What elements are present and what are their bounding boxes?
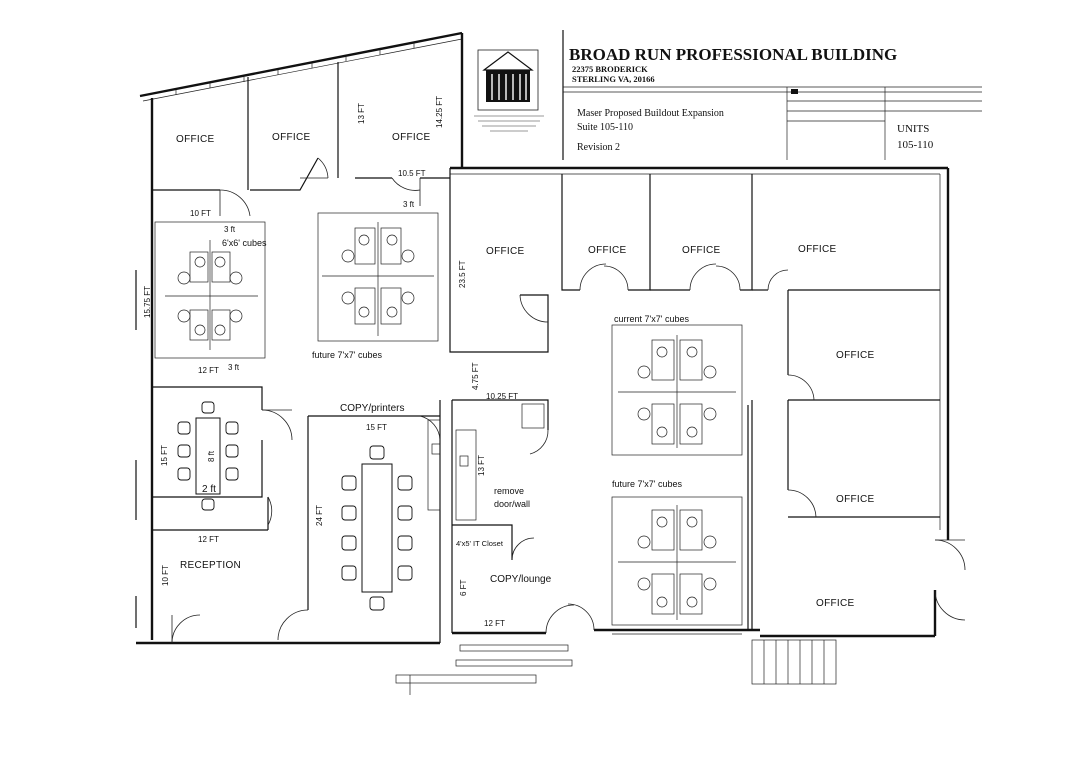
note-future-cubes: future 7'x7' cubes xyxy=(312,350,382,360)
room-label-office: OFFICE xyxy=(588,245,626,256)
dimension-label: 10 FT xyxy=(161,565,170,586)
dimension-label: 13 FT xyxy=(357,103,366,124)
entry-steps xyxy=(395,633,837,695)
cube-pod-future-south xyxy=(618,505,736,620)
note-remove: remove xyxy=(494,486,524,496)
dimension-label: 3 ft xyxy=(224,225,236,234)
room-label-office: OFFICE xyxy=(392,132,430,143)
dimension-label: 6 FT xyxy=(459,579,468,596)
dimension-label: 10.25 FT xyxy=(486,392,518,401)
room-label-office: OFFICE xyxy=(272,132,310,143)
conference-table-large xyxy=(341,445,413,611)
dimension-label: 2 ft xyxy=(202,484,216,495)
room-label-office: OFFICE xyxy=(816,598,854,609)
dimension-labels: 13 FT 14.25 FT 10.5 FT 10 FT 3 ft 3 ft 1… xyxy=(143,96,518,628)
dimension-label: 13 FT xyxy=(477,455,486,476)
dimension-label: 15.75 FT xyxy=(143,286,152,318)
copy-counter xyxy=(427,403,545,521)
units-value: 105-110 xyxy=(897,139,934,151)
room-labels: OFFICE OFFICE OFFICE OFFICE OFFICE OFFIC… xyxy=(176,132,874,609)
suite-number: Suite 105-110 xyxy=(577,122,633,133)
conference-table-small xyxy=(177,401,239,511)
building-name: BROAD RUN PROFESSIONAL BUILDING xyxy=(569,45,897,64)
dimension-label: 3 ft xyxy=(403,200,415,209)
note-door-wall: door/wall xyxy=(494,499,530,509)
exterior-walls xyxy=(135,31,950,645)
cube-pod-current xyxy=(618,335,736,448)
dimension-label: 15 FT xyxy=(160,445,169,466)
project-description: Maser Proposed Buildout Expansion xyxy=(577,108,724,119)
dimension-label: 23.5 FT xyxy=(458,260,467,288)
room-label-office: OFFICE xyxy=(836,494,874,505)
dimension-label: 10.5 FT xyxy=(398,169,426,178)
interior-walls xyxy=(152,62,940,643)
dimension-label: 24 FT xyxy=(315,505,324,526)
dimension-label: 12 FT xyxy=(198,535,219,544)
room-label-office: OFFICE xyxy=(176,134,214,145)
dimension-label: 12 FT xyxy=(484,619,505,628)
note-future-cubes: future 7'x7' cubes xyxy=(612,479,682,489)
units-label: UNITS xyxy=(897,123,929,135)
cube-pod-6x6 xyxy=(165,240,258,350)
dimension-label: 8 ft xyxy=(207,450,216,462)
room-label-reception: RECEPTION xyxy=(180,560,241,571)
dimension-label: 4.75 FT xyxy=(471,362,480,390)
notes: 6'x6' cubes future 7'x7' cubes current 7… xyxy=(222,238,689,548)
revision-number: Revision 2 xyxy=(577,142,620,153)
room-label-office: OFFICE xyxy=(798,244,836,255)
note-current-cubes: current 7'x7' cubes xyxy=(614,314,689,324)
address-line-2: STERLING VA, 20166 xyxy=(572,74,655,84)
dimension-label: 3 ft xyxy=(228,363,240,372)
dimension-label: 14.25 FT xyxy=(435,96,444,128)
room-label-office: OFFICE xyxy=(836,350,874,361)
room-label-office: OFFICE xyxy=(486,246,524,257)
dimension-label: 12 FT xyxy=(198,366,219,375)
cube-pod-north xyxy=(322,222,434,336)
building-logo-emblem xyxy=(474,49,544,132)
room-label-office: OFFICE xyxy=(682,245,720,256)
note-it-closet: 4'x5' IT Closet xyxy=(456,539,504,548)
room-label-copy-printers: COPY/printers xyxy=(340,403,404,414)
address-line-1: 22375 BRODERICK xyxy=(572,64,648,74)
note-6x6-cubes: 6'x6' cubes xyxy=(222,238,267,248)
title-block: BROAD RUN PROFESSIONAL BUILDING 22375 BR… xyxy=(474,30,982,160)
doors xyxy=(171,157,966,644)
dimension-label: 15 FT xyxy=(366,423,387,432)
room-label-copy-lounge: COPY/lounge xyxy=(490,574,552,585)
dimension-label: 10 FT xyxy=(190,209,211,218)
